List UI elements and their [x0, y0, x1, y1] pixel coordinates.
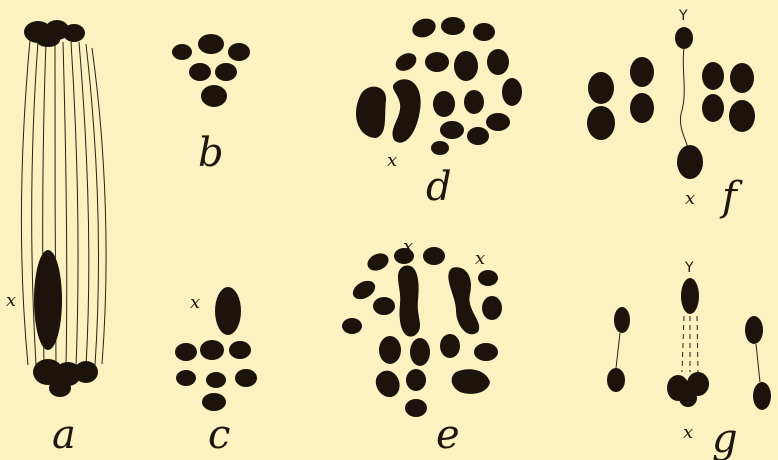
panel-label-c: c [208, 412, 230, 458]
panel-b: b [172, 34, 250, 176]
panel-a: x a [6, 20, 106, 458]
y-label: Y [678, 8, 688, 24]
panel-label-g: g [712, 416, 738, 460]
x-chromosome-2 [448, 267, 479, 334]
panel-label-e: e [436, 412, 460, 458]
y-chromosome [675, 27, 693, 49]
x-label: x [190, 292, 200, 313]
x-chromosome-1 [398, 265, 420, 336]
panel-e: x x e [342, 236, 502, 458]
x-chromosome-cluster [667, 372, 709, 407]
x-chromosome [356, 87, 386, 138]
top-chromosome-cluster [24, 20, 85, 47]
panel-c: x c [175, 287, 257, 458]
x-label: x [387, 150, 397, 171]
spindle-fibres [21, 40, 106, 368]
y-chromosome [681, 278, 699, 314]
panel-label-a: a [52, 412, 76, 458]
x-chromosome [34, 250, 62, 350]
panel-f: Y x f [587, 8, 755, 220]
x-chromosome [677, 145, 703, 179]
panel-label-b: b [198, 130, 224, 176]
panel-label-d: d [426, 164, 452, 210]
x-chromosome [215, 287, 241, 335]
x-label: x [683, 422, 693, 443]
panel-label-f: f [719, 174, 743, 220]
x-label-1: x [403, 236, 413, 257]
bottom-chromosome-cluster [33, 359, 98, 397]
x-label: x [685, 188, 695, 209]
panel-g: Y x g [607, 260, 771, 460]
x-label-2: x [475, 248, 485, 269]
panel-d: x d [356, 15, 522, 210]
x-label: x [6, 290, 16, 311]
y-label: Y [684, 260, 694, 276]
